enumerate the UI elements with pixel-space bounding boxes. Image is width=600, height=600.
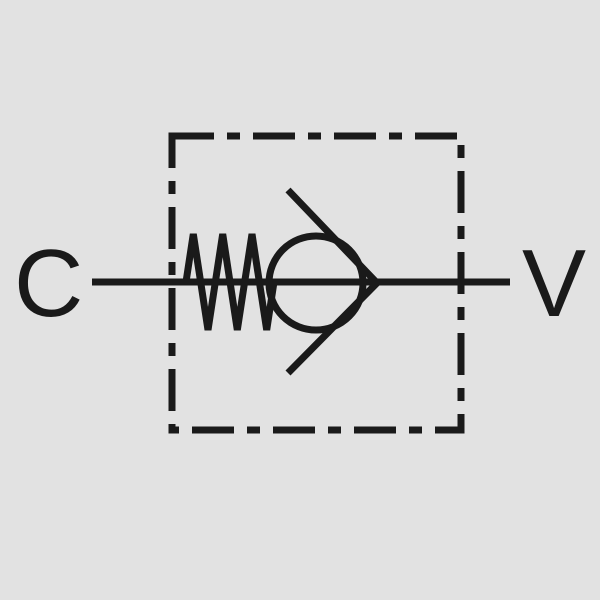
port-label-left: C xyxy=(14,230,83,337)
spring-zigzag xyxy=(182,233,278,331)
valve-seat-chevron xyxy=(285,187,382,376)
port-label-right: V xyxy=(522,230,586,337)
check-valve-circle xyxy=(265,232,367,334)
